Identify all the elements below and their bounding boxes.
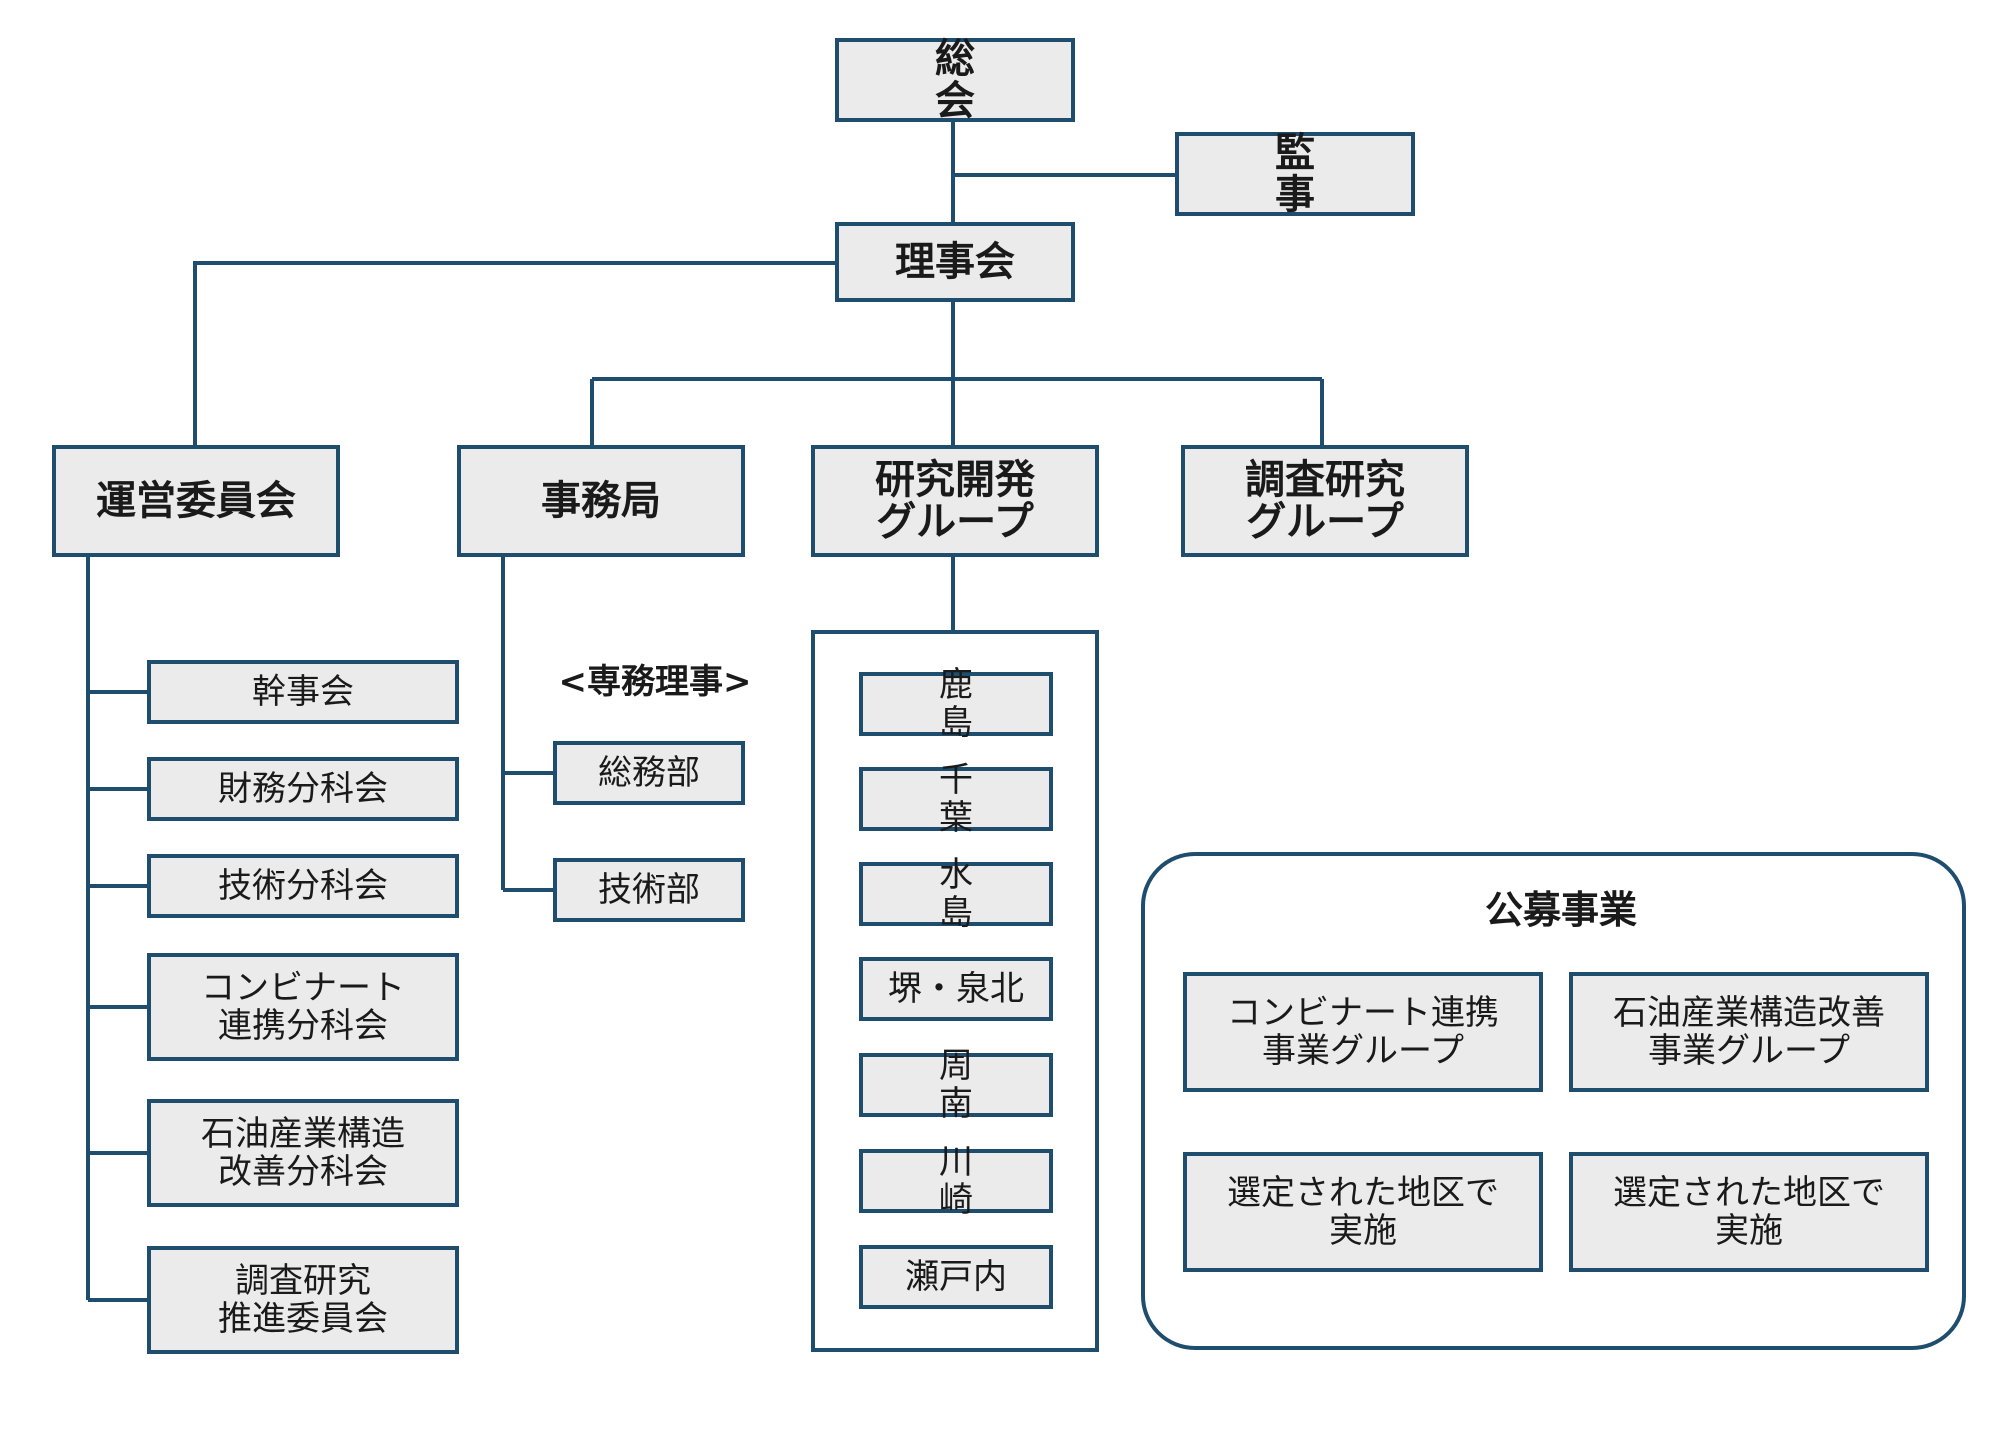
project-group-label-line1: 石油産業構造改善 — [1613, 993, 1885, 1033]
department-label: 技術部 — [598, 870, 700, 910]
project-group-label-line2: 事業グループ — [1262, 1031, 1464, 1071]
steering-sub-label: 幹事会 — [252, 672, 354, 712]
implementation-box: 選定された地区で 実施 — [1569, 1152, 1929, 1272]
region-item: 周 南 — [859, 1047, 1053, 1123]
secretariat-label: 事務局 — [541, 478, 661, 524]
general-assembly-label: 総 会 — [935, 36, 1011, 124]
survey-group-box: 調査研究 グループ — [1181, 445, 1469, 557]
steering-sub-item: 技術分科会 — [147, 854, 459, 918]
steering-sub-label: 財務分科会 — [218, 769, 388, 809]
steering-sub-item: コンビナート 連携分科会 — [147, 953, 459, 1061]
steering-sub-label-line2: 改善分科会 — [218, 1152, 388, 1192]
implementation-label-line2: 実施 — [1329, 1211, 1397, 1251]
region-label: 川 崎 — [938, 1142, 1004, 1220]
steering-sub-label-line1: 調査研究 — [235, 1261, 371, 1301]
project-group-label-line1: コンビナート連携 — [1227, 993, 1499, 1033]
board-box: 理事会 — [835, 222, 1075, 302]
rnd-group-box: 研究開発 グループ — [811, 445, 1099, 557]
steering-committee-label: 運営委員会 — [96, 478, 296, 524]
region-item: 水 島 — [859, 856, 1053, 932]
auditor-label: 監 事 — [1275, 130, 1351, 218]
region-item: 瀬戸内 — [859, 1245, 1053, 1309]
region-label: 千 葉 — [938, 760, 1004, 838]
steering-sub-label-line1: 石油産業構造 — [201, 1114, 405, 1154]
region-label: 鹿 島 — [938, 665, 1004, 743]
board-label: 理事会 — [895, 239, 1015, 285]
public-project-group-box: 石油産業構造改善 事業グループ — [1569, 972, 1929, 1092]
steering-sub-label-line2: 推進委員会 — [218, 1299, 388, 1339]
public-projects-title: 公募事業 — [1484, 888, 1637, 932]
technical-dept-box: 技術部 — [553, 858, 745, 922]
steering-sub-label-line1: コンビナート — [201, 968, 405, 1008]
general-affairs-dept-box: 総務部 — [553, 741, 745, 805]
steering-committee-box: 運営委員会 — [52, 445, 340, 557]
rnd-group-label-line1: 研究開発 — [875, 457, 1035, 503]
steering-sub-label: 技術分科会 — [218, 866, 388, 906]
region-label: 周 南 — [938, 1046, 1004, 1124]
steering-sub-item: 調査研究 推進委員会 — [147, 1246, 459, 1354]
steering-sub-label-line2: 連携分科会 — [218, 1006, 388, 1046]
project-group-label-line2: 事業グループ — [1648, 1031, 1850, 1071]
region-label: 堺・泉北 — [888, 969, 1024, 1009]
region-label: 水 島 — [938, 855, 1004, 933]
secretariat-box: 事務局 — [457, 445, 745, 557]
public-project-group-box: コンビナート連携 事業グループ — [1183, 972, 1543, 1092]
department-label: 総務部 — [598, 753, 700, 793]
region-label: 瀬戸内 — [905, 1257, 1007, 1297]
implementation-label-line1: 選定された地区で — [1227, 1173, 1499, 1213]
general-assembly-box: 総 会 — [835, 38, 1075, 122]
region-item: 川 崎 — [859, 1143, 1053, 1219]
region-item: 鹿 島 — [859, 666, 1053, 742]
managing-director-label: <専務理事> — [558, 662, 752, 702]
region-item: 千 葉 — [859, 761, 1053, 837]
rnd-group-label-line2: グループ — [876, 499, 1034, 545]
steering-sub-item: 財務分科会 — [147, 757, 459, 821]
implementation-label-line2: 実施 — [1715, 1211, 1783, 1251]
auditor-box: 監 事 — [1175, 132, 1415, 216]
steering-sub-item: 石油産業構造 改善分科会 — [147, 1099, 459, 1207]
survey-group-label-line1: 調査研究 — [1245, 457, 1405, 503]
implementation-box: 選定された地区で 実施 — [1183, 1152, 1543, 1272]
implementation-label-line1: 選定された地区で — [1613, 1173, 1885, 1213]
steering-sub-item: 幹事会 — [147, 660, 459, 724]
region-item: 堺・泉北 — [859, 957, 1053, 1021]
survey-group-label-line2: グループ — [1246, 499, 1404, 545]
